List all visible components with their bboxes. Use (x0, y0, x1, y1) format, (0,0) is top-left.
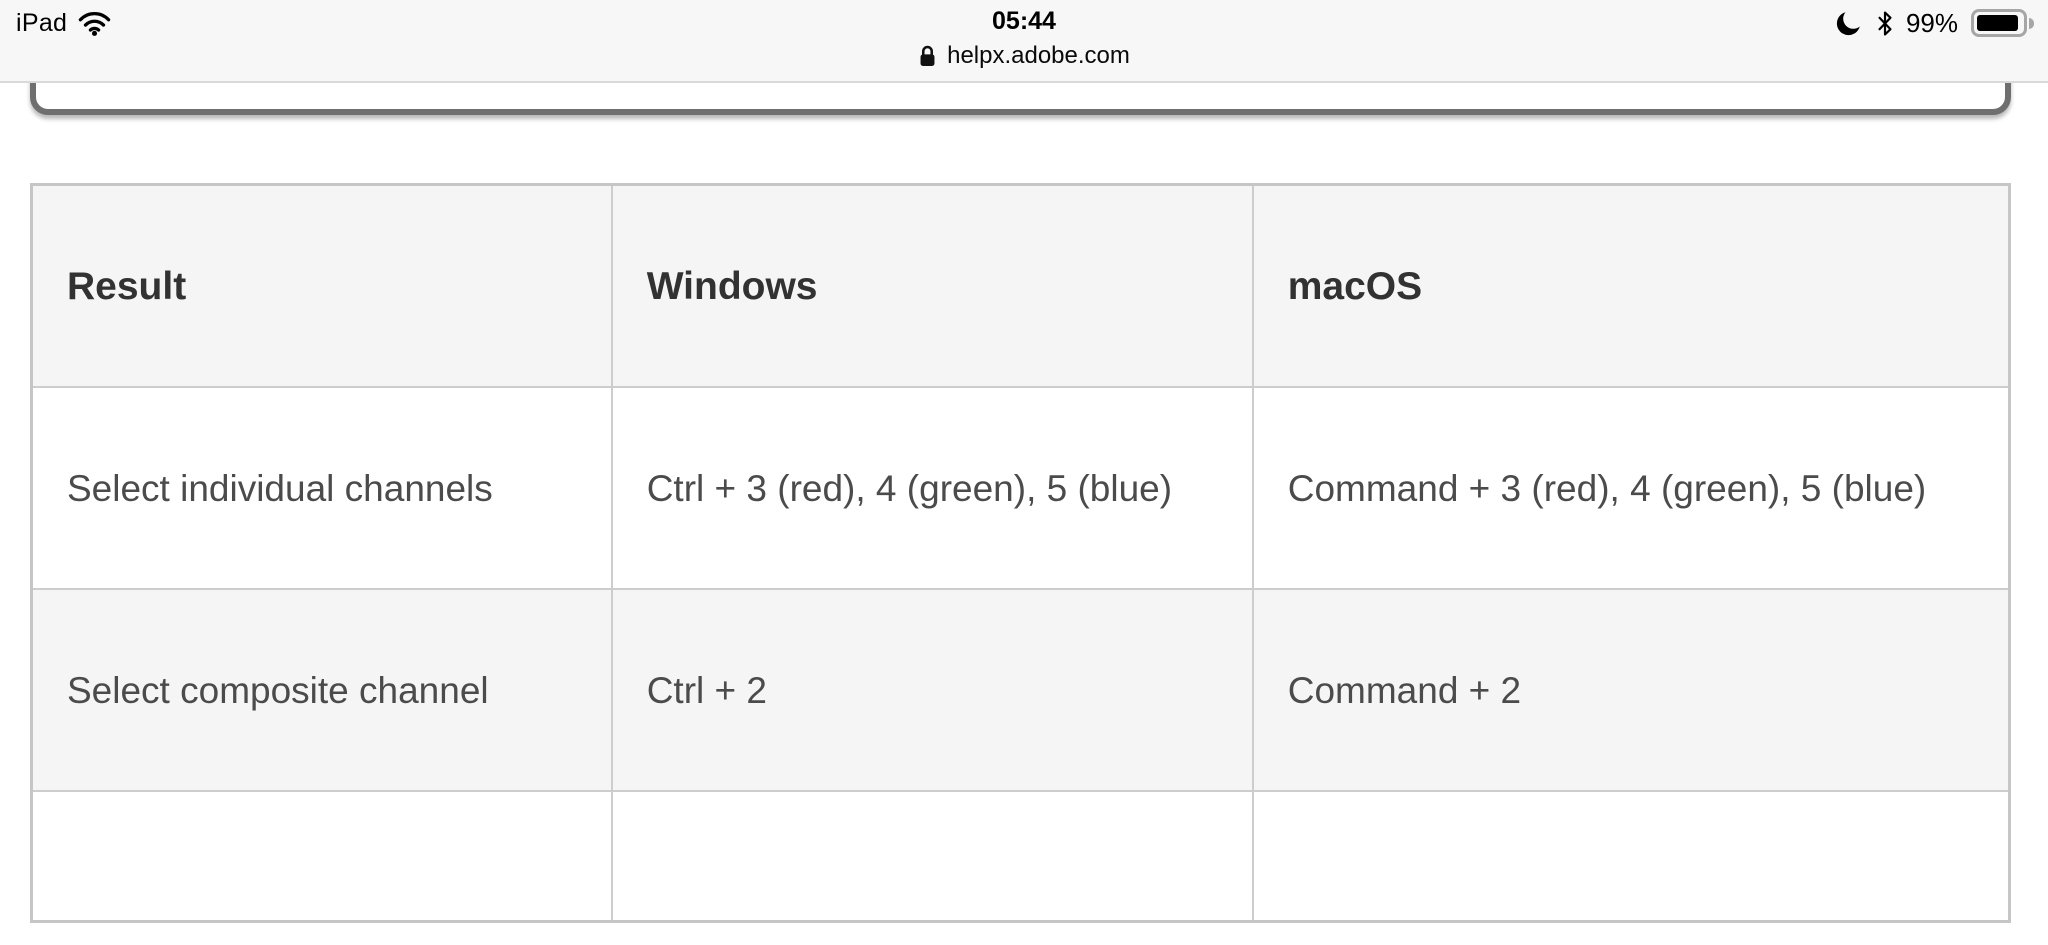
table-header-row: Result Windows macOS (30, 183, 2011, 388)
bluetooth-icon (1878, 10, 1892, 36)
battery-icon (1971, 9, 2034, 37)
carrier-label: iPad (16, 8, 68, 37)
table-row-partial (30, 790, 2011, 922)
table-row: Select individual channels Ctrl + 3 (red… (30, 386, 2011, 590)
cell-windows-individual: Ctrl + 3 (red), 4 (green), 5 (blue) (610, 386, 1254, 590)
clock: 05:44 (992, 7, 1056, 35)
status-left: iPad (16, 6, 111, 40)
header-cell-windows: Windows (610, 183, 1254, 388)
address-bar[interactable]: helpx.adobe.com (0, 39, 2048, 73)
url-text: helpx.adobe.com (947, 42, 1130, 69)
status-right: 99% (1834, 6, 2034, 40)
cell-macos-individual: Command + 3 (red), 4 (green), 5 (blue) (1251, 386, 2011, 590)
shortcuts-table: Result Windows macOS Select individual c… (30, 183, 2011, 923)
cell-result-individual: Select individual channels (30, 386, 613, 590)
battery-percent: 99% (1905, 7, 1958, 38)
lock-icon (920, 45, 935, 67)
status-bar: iPad 05:44 helpx.adobe.com 99% (0, 0, 2048, 83)
cell-result-composite: Select composite channel (30, 588, 613, 792)
table-row: Select composite channel Ctrl + 2 Comman… (30, 588, 2011, 792)
cell-macos-composite: Command + 2 (1251, 588, 2011, 792)
moon-icon (1836, 12, 1860, 36)
header-cell-result: Result (30, 183, 613, 388)
header-cell-macos: macOS (1251, 183, 2011, 388)
wifi-icon (79, 11, 111, 36)
cell-windows-composite: Ctrl + 2 (610, 588, 1254, 792)
